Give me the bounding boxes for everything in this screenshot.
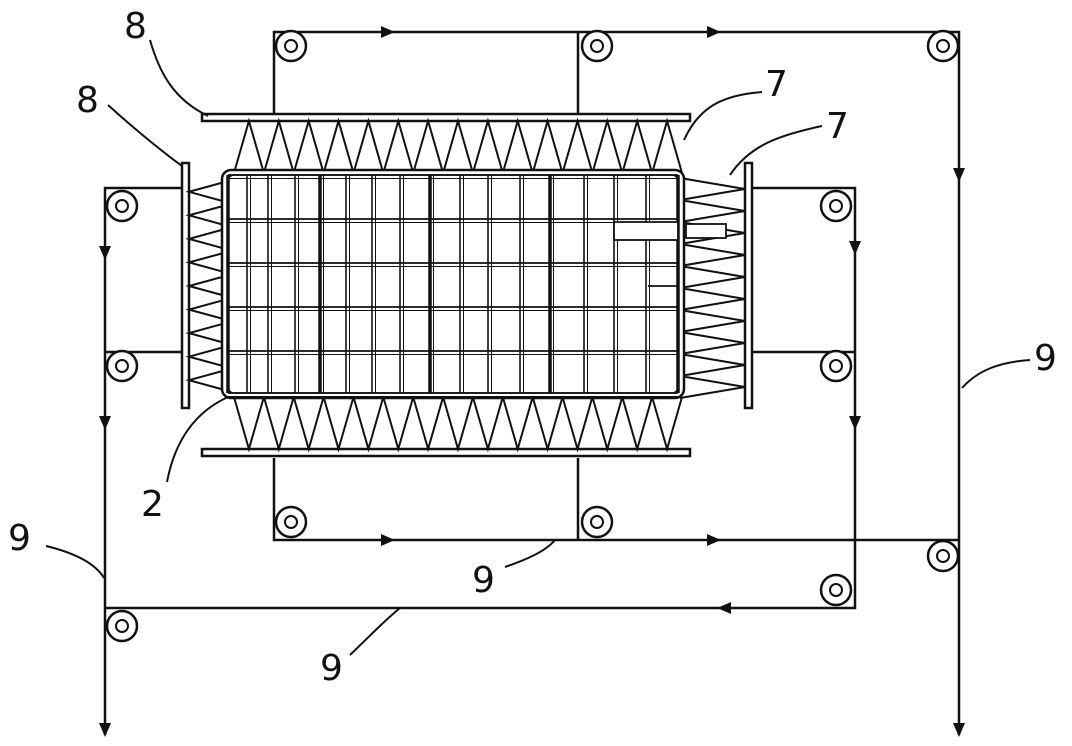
pulley-hub [284,515,298,529]
top-frame-bar [200,112,692,123]
pulley-outer [274,29,308,63]
arrow-head [953,723,965,737]
leader-frame-left [107,104,183,167]
pulley [105,609,139,643]
pulley-hub [590,39,604,53]
pulley-outer [819,573,853,607]
pulley-hub [829,583,843,597]
pulley-hub [284,39,298,53]
callout-sheet-top: 7 [765,64,788,105]
pulley [926,29,960,63]
leader-wire-bottom [349,607,401,656]
callout-frame-top: 8 [124,6,147,47]
pulley [105,189,139,223]
pulley [274,29,308,63]
arrow-head [849,241,861,255]
bottom-frame-bar [200,447,692,458]
wire-bottom-run [272,458,959,542]
zigzag-left [185,179,236,393]
pulley [819,573,853,607]
arrow-head [707,534,721,546]
frames [180,112,754,458]
arrow-head [99,246,111,260]
leader-lines [45,39,1031,656]
callout-panel: 2 [141,484,164,525]
pulley-hub [829,359,843,373]
pulley-hub [829,199,843,213]
zigzag-top [233,117,683,177]
pulley-hub [115,619,129,633]
pulley-outer [819,189,853,223]
arrow-head [99,723,111,737]
flow-arrows [99,26,965,737]
arrow-head [717,602,731,614]
arrow-head [381,534,395,546]
pulley-outer [105,609,139,643]
pulley-outer [580,29,614,63]
pulley-outer [580,505,614,539]
pulley [926,539,960,573]
pulley-outer [926,539,960,573]
arrow-head [953,168,965,182]
pulley-group [105,29,960,643]
pulley-outer [926,29,960,63]
pulley-hub [115,359,129,373]
wire-right-loop [105,186,857,610]
pulley-outer [105,189,139,223]
pulley-outer [819,349,853,383]
pulley [105,349,139,383]
pulley-outer [274,505,308,539]
junction-box [613,221,679,241]
leader-sheet-top [683,91,763,141]
zigzag-right [679,177,746,399]
callout-wire-bottom-mid: 9 [472,560,495,601]
pulley-hub [936,39,950,53]
callout-sheet-right: 7 [826,106,849,147]
callout-wire-lower-left: 9 [8,518,31,559]
leader-sheet-right [729,125,823,176]
wire-routing [103,30,961,735]
leader-wire-bottom-mid [504,539,556,568]
callout-wire-bottom: 9 [320,648,343,689]
callout-wire-right: 9 [1034,338,1057,379]
zigzag-bottom [233,393,683,453]
pulley [274,505,308,539]
arrow-head [99,416,111,430]
pulley [819,349,853,383]
panel-outline [220,168,686,400]
leader-frame-top [149,39,209,117]
pulley-outer [105,349,139,383]
leader-wire-right [961,359,1031,389]
wire-top-run [272,30,961,735]
pulley-hub [590,515,604,529]
callout-frame-left: 8 [76,80,99,121]
arrow-head [381,26,395,38]
wire-left-loop [103,186,190,735]
right-frame-bar [743,161,754,410]
arrow-head [849,416,861,430]
leader-panel [166,396,229,483]
callout-labels: 8 8 7 7 2 9 9 9 9 [8,6,1057,689]
junction-connector [685,223,727,239]
leader-wire-lower-left [45,545,105,579]
pulley [819,189,853,223]
pulley [580,505,614,539]
arrow-head [707,26,721,38]
pulley-hub [115,199,129,213]
pulley [580,29,614,63]
pulley-hub [936,549,950,563]
panel-assembly [220,168,727,400]
